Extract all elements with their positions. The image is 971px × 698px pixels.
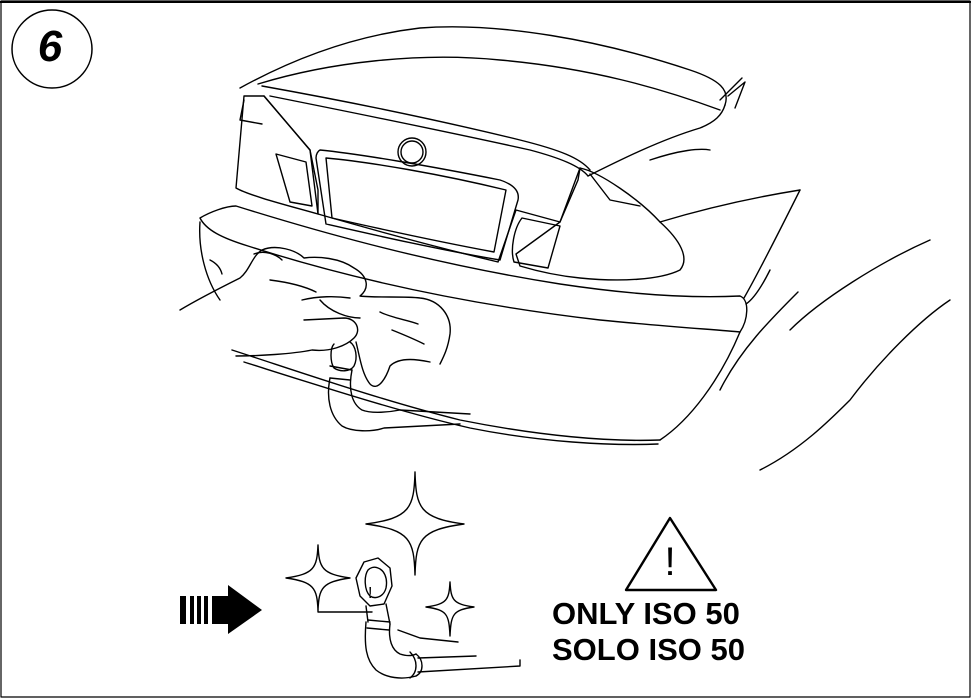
warning-symbol: !: [664, 540, 676, 584]
warning-line-1: ONLY ISO 50: [552, 596, 740, 631]
warning-triangle-icon: [624, 516, 718, 592]
direction-arrow-icon: [180, 585, 262, 634]
step-number: 6: [37, 22, 63, 71]
warning-line-2: SOLO ISO 50: [552, 632, 745, 667]
svg-text:!: !: [368, 585, 372, 602]
sparkle-icon: [425, 581, 475, 637]
step-badge: [11, 9, 93, 89]
sparkle-icon: [365, 471, 465, 576]
sparkle-icon: [285, 544, 351, 611]
warning-text: ONLY ISO 50 SOLO ISO 50: [552, 596, 745, 668]
tow-ball-icon: !: [317, 557, 521, 679]
car-rear-illustration: [179, 26, 951, 471]
